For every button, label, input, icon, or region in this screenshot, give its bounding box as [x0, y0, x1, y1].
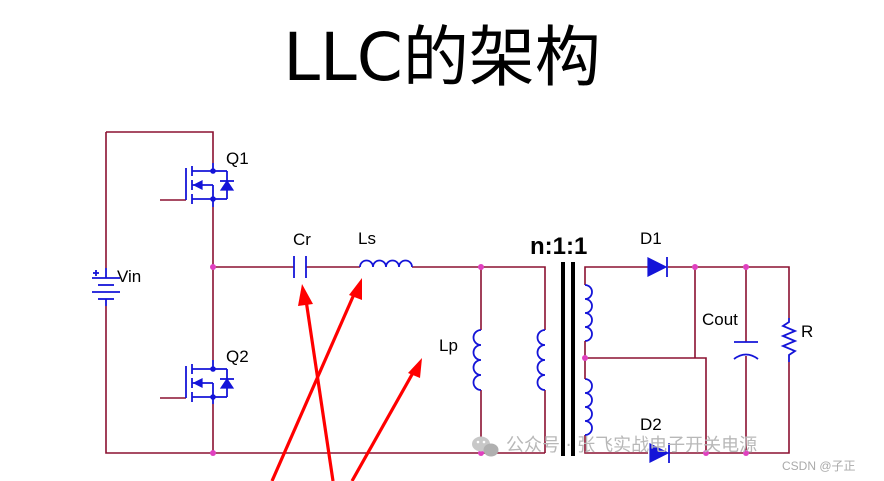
wire-d1-out — [668, 266, 790, 318]
junction-dot — [703, 450, 709, 456]
arrow-to-cr — [304, 299, 335, 481]
q2-mosfet-icon — [185, 360, 235, 404]
cr-capacitor-icon — [293, 256, 307, 278]
wires — [105, 131, 790, 454]
junction-dot — [210, 264, 216, 270]
watermark-sub-text: CSDN @子正 — [782, 459, 856, 473]
watermark-text: 公众号 · 张飞实战电子开关电源 — [506, 435, 757, 456]
d1-label: D1 — [640, 229, 662, 248]
arrow-head-icon — [408, 358, 422, 378]
junction-dot — [692, 264, 698, 270]
r-resistor-icon — [780, 318, 798, 362]
vin-battery-icon — [92, 268, 120, 306]
junction-dot — [582, 355, 588, 361]
junction-dot — [478, 264, 484, 270]
q1-mosfet-icon — [185, 163, 235, 207]
d1-diode-icon — [647, 257, 668, 277]
annotation-arrows — [270, 278, 422, 481]
arrow-head-icon — [349, 278, 362, 300]
q2-label: Q2 — [226, 347, 249, 366]
wire-center-tap — [585, 357, 707, 453]
junction-dots — [210, 264, 749, 456]
junction-dot — [478, 450, 484, 456]
turns-ratio-label: n:1:1 — [530, 233, 587, 260]
junction-dot — [743, 450, 749, 456]
cout-label: Cout — [702, 310, 738, 329]
watermark: 公众号 · 张飞实战电子开关电源 CSDN @子正 — [472, 435, 856, 473]
arrow-head-icon — [298, 284, 313, 306]
d2-diode-icon — [649, 443, 670, 463]
r-label: R — [801, 322, 813, 341]
junction-dot — [743, 264, 749, 270]
wire-vin-bottom — [105, 306, 213, 454]
d2-label: D2 — [640, 415, 662, 434]
wire-sec-bottom — [584, 435, 648, 454]
wire-ls-primary — [412, 266, 546, 330]
wire-sec-top — [584, 266, 648, 285]
transformer-icon — [536, 262, 593, 456]
arrow-to-ls — [270, 291, 357, 481]
lp-inductor-icon — [472, 329, 482, 391]
lp-label: Lp — [439, 336, 458, 355]
wire-top-left — [106, 131, 214, 163]
arrow-to-lp — [350, 370, 416, 481]
ls-inductor-icon — [359, 259, 413, 268]
page-title: LLC的架构 — [283, 19, 601, 96]
cout-capacitor-icon — [733, 341, 759, 360]
q1-label: Q1 — [226, 149, 249, 168]
cr-label: Cr — [293, 230, 311, 249]
wechat-icon — [472, 436, 499, 457]
junction-dot — [210, 450, 216, 456]
vin-label: Vin — [117, 267, 141, 286]
ls-label: Ls — [358, 229, 376, 248]
